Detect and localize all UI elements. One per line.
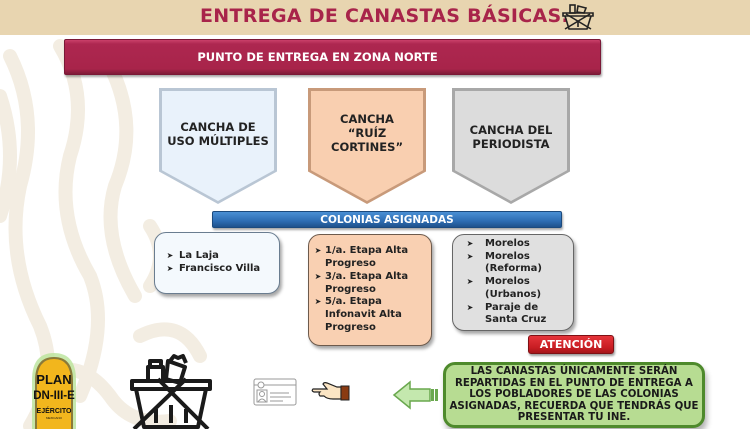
- zone-banner: PUNTO DE ENTREGA EN ZONA NORTE: [64, 39, 601, 75]
- delivery-point-ruiz-cortines: CANCHA “RUÍZ CORTINES”: [308, 88, 426, 204]
- arrow-bullet-icon: ➤: [166, 264, 174, 273]
- header-band: ENTREGA DE CANASTAS BÁSICAS.: [0, 0, 750, 35]
- list-item: ➤1/a. Etapa Alta Progreso: [309, 245, 431, 271]
- delivery-point-label: PERIODISTA: [472, 137, 550, 151]
- delivery-point-label: CANCHA DEL: [469, 123, 553, 137]
- delivery-point-label: CANCHA DE: [180, 120, 256, 134]
- colonias-list-3: ➤Morelos ➤Morelos (Reforma) ➤Morelos (Ur…: [452, 234, 574, 331]
- svg-text:EJÉRCITO: EJÉRCITO: [37, 406, 72, 415]
- arrow-left-icon: [392, 380, 438, 410]
- arrow-bullet-icon: ➤: [466, 251, 474, 261]
- list-item: ➤5/a. Etapa Infonavit Alta Progreso: [309, 296, 431, 334]
- list-item: ➤Morelos (Reforma): [453, 251, 573, 277]
- delivery-point-label: USO MÚLTIPLES: [167, 134, 269, 148]
- list-item: ➤Morelos: [453, 238, 573, 251]
- list-item: ➤Morelos (Urbanos): [453, 276, 573, 302]
- delivery-point-label: “RUÍZ: [347, 126, 387, 140]
- colonias-list-1: ➤La Laja ➤Francisco Villa: [154, 232, 280, 294]
- basket-icon: [562, 4, 594, 30]
- attention-note: LAS CANASTAS ÚNICAMENTE SERÁN REPARTIDAS…: [443, 362, 705, 428]
- svg-text:DN-III-E: DN-III-E: [33, 390, 75, 402]
- list-item: ➤La Laja: [155, 250, 279, 263]
- basket-icon: [130, 354, 212, 429]
- delivery-point-label: CORTINES”: [331, 140, 403, 154]
- id-card-icon: [253, 378, 297, 406]
- colonias-list-2: ➤1/a. Etapa Alta Progreso ➤3/a. Etapa Al…: [308, 234, 432, 346]
- attention-label: ATENCIÓN: [539, 338, 603, 351]
- list-item: ➤Paraje de Santa Cruz: [453, 302, 573, 328]
- arrow-bullet-icon: ➤: [314, 246, 322, 256]
- arrow-bullet-icon: ➤: [314, 271, 322, 281]
- list-item: ➤3/a. Etapa Alta Progreso: [309, 271, 431, 297]
- zone-label: PUNTO DE ENTREGA EN ZONA NORTE: [197, 50, 438, 64]
- delivery-point-label: CANCHA: [340, 112, 394, 126]
- pointing-hand-icon: [311, 382, 350, 401]
- svg-text:MEXICANO: MEXICANO: [46, 416, 63, 420]
- attention-badge: ATENCIÓN: [528, 335, 614, 354]
- delivery-point-periodista: CANCHA DEL PERIODISTA: [452, 88, 570, 204]
- arrow-bullet-icon: ➤: [466, 238, 474, 248]
- list-item: ➤Francisco Villa: [155, 263, 279, 276]
- plan-dn-iii-e-logo-icon: PLAN DN-III-E EJÉRCITO MEXICANO: [32, 353, 76, 429]
- page-title: ENTREGA DE CANASTAS BÁSICAS.: [200, 5, 570, 27]
- attention-message: LAS CANASTAS ÚNICAMENTE SERÁN REPARTIDAS…: [449, 366, 699, 424]
- colonias-banner: COLONIAS ASIGNADAS: [212, 211, 562, 228]
- svg-text:PLAN: PLAN: [36, 372, 71, 387]
- colonias-label: COLONIAS ASIGNADAS: [320, 213, 454, 226]
- arrow-bullet-icon: ➤: [314, 297, 322, 307]
- arrow-bullet-icon: ➤: [466, 302, 474, 312]
- arrow-bullet-icon: ➤: [466, 277, 474, 287]
- arrow-bullet-icon: ➤: [166, 251, 174, 261]
